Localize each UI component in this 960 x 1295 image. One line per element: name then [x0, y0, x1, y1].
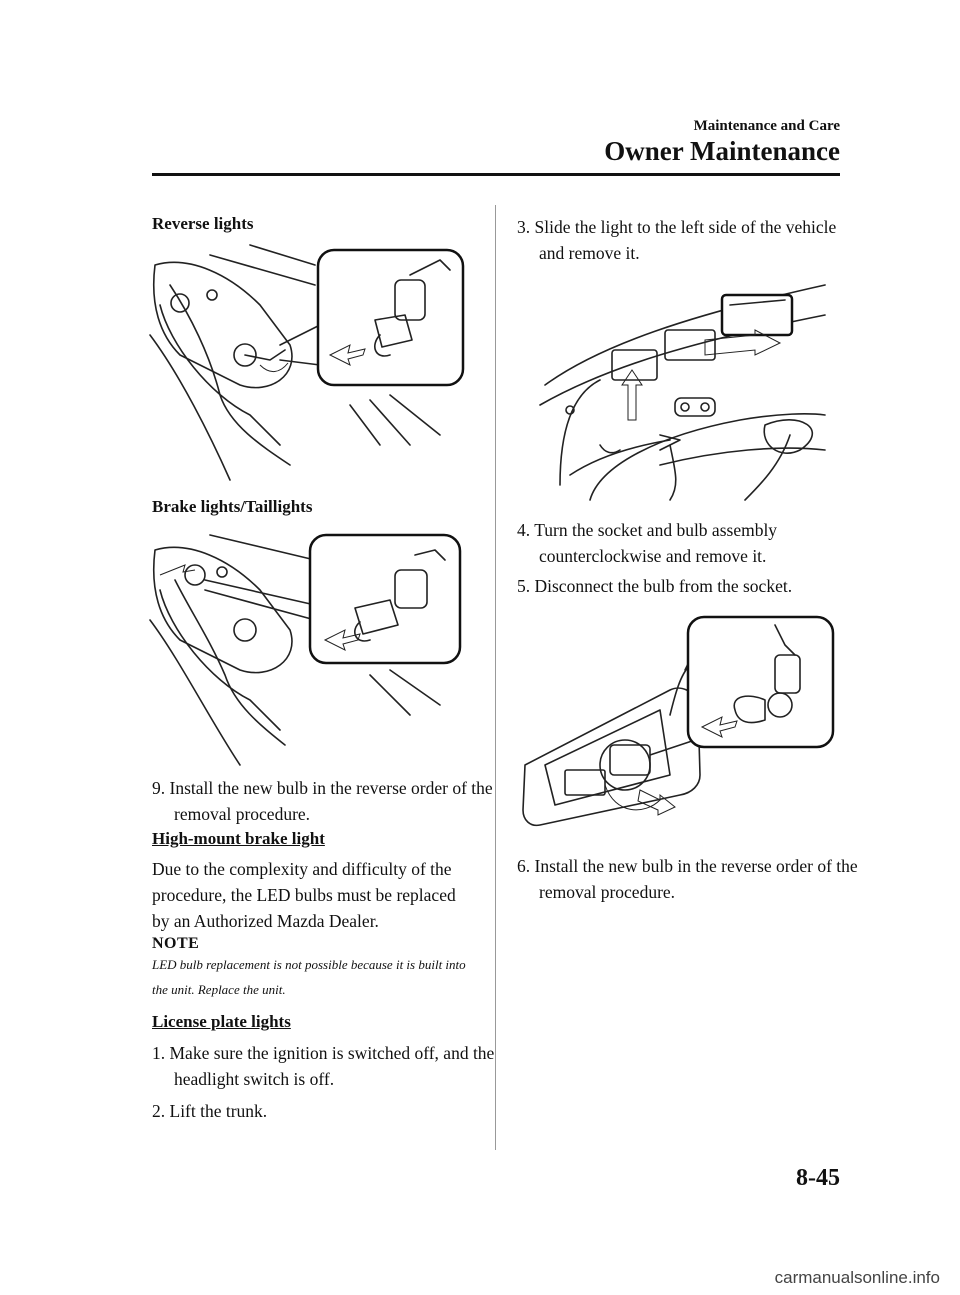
step-2-number: 2. [152, 1101, 166, 1121]
header-rule [152, 173, 840, 176]
step-1-text: Make sure the ignition is switched off, … [169, 1043, 495, 1089]
reverse-lights-heading: Reverse lights [152, 214, 254, 233]
step-5-text: Disconnect the bulb from the socket. [534, 576, 793, 596]
high-mount-body: Due to the complexity and difficulty of … [152, 859, 456, 931]
section-title: Maintenance and Care [693, 118, 840, 134]
step-2: 2. Lift the trunk. [152, 1098, 496, 1124]
step-3: 3. Slide the light to the left side of t… [517, 214, 864, 266]
step-9: 9. Install the new bulb in the reverse o… [152, 775, 496, 827]
license-plate-heading: License plate lights [152, 1012, 291, 1031]
step-4: 4. Turn the socket and bulb assembly cou… [517, 517, 864, 569]
step-4-text: Turn the socket and bulb assembly counte… [534, 520, 778, 566]
brake-light-illustration [149, 533, 462, 766]
step-5: 5. Disconnect the bulb from the socket. [517, 573, 864, 599]
chapter-title: Owner Maintenance [604, 136, 840, 166]
step-1-number: 1. [152, 1043, 166, 1063]
note-label: NOTE [152, 935, 200, 952]
step-5-number: 5. [517, 576, 531, 596]
step-6-number: 6. [517, 856, 531, 876]
column-divider [495, 205, 496, 1150]
step-6: 6. Install the new bulb in the reverse o… [517, 853, 864, 905]
step-3-text: Slide the light to the left side of the … [534, 217, 837, 263]
brake-lights-heading: Brake lights/Taillights [152, 497, 313, 516]
step-9-text: Install the new bulb in the reverse orde… [169, 778, 493, 824]
step-3-number: 3. [517, 217, 531, 237]
note-text: LED bulb replacement is not possible bec… [152, 957, 466, 997]
step-4-number: 4. [517, 520, 531, 540]
socket-bulb-illustration [522, 615, 835, 827]
reverse-light-illustration [149, 244, 465, 481]
trunk-light-illustration [539, 284, 826, 501]
step-1: 1. Make sure the ignition is switched of… [152, 1040, 496, 1092]
step-9-number: 9. [152, 778, 166, 798]
high-mount-heading: High-mount brake light [152, 829, 325, 848]
page-number: 8-45 [796, 1165, 840, 1191]
footer-watermark: carmanualsonline.info [774, 1268, 940, 1287]
step-2-text: Lift the trunk. [169, 1101, 268, 1121]
step-6-text: Install the new bulb in the reverse orde… [534, 856, 858, 902]
